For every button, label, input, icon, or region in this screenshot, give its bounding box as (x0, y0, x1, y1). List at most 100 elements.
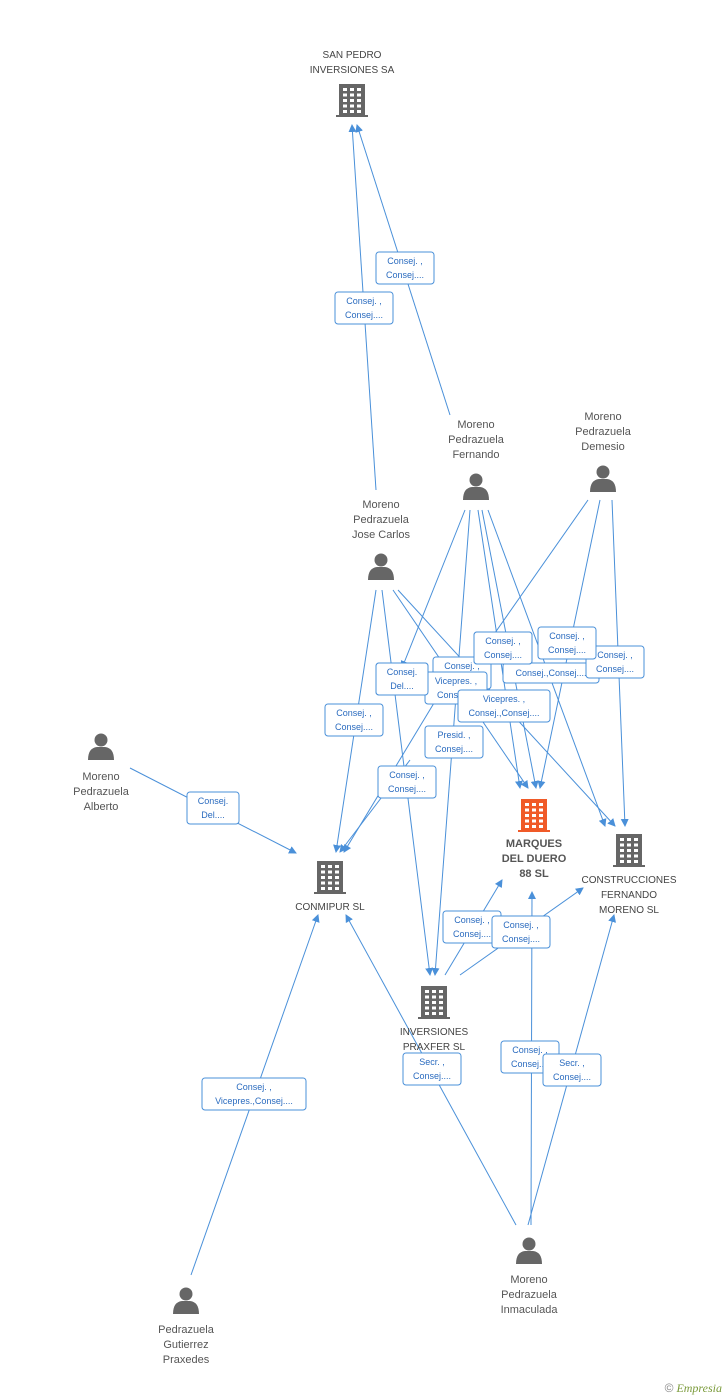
building-window (350, 88, 354, 91)
edge-label-e16[interactable]: Consej.Del.... (186, 791, 240, 825)
building-base (613, 865, 645, 867)
edge-label-text: Consej.... (502, 934, 540, 944)
edge-label-text: Consej.,Consej.... (515, 668, 586, 678)
edge-label-text: Consej. , (387, 256, 423, 266)
footer-brand[interactable]: © Empresia (665, 1381, 722, 1396)
edge-label-e20[interactable]: Secr. , Consej.... (402, 1052, 462, 1086)
building-window (343, 104, 347, 108)
building-window (432, 995, 436, 999)
building-window (539, 819, 543, 823)
edge-label-box (186, 791, 240, 825)
edge-label-text: Secr. , (419, 1057, 445, 1067)
building-window (539, 803, 543, 806)
building-window (357, 110, 361, 113)
edge-label-e2[interactable]: Consej. ,Consej.... (334, 291, 394, 325)
edge-label-e13[interactable]: Consej. ,Consej.... (324, 703, 384, 737)
node-label-text: INVERSIONES SA (310, 65, 395, 76)
building-window (525, 814, 529, 817)
building-window (439, 1006, 443, 1010)
building-window (532, 819, 536, 823)
building-window (532, 808, 536, 812)
node-conmipur[interactable]: CONMIPUR SL (295, 861, 365, 913)
node-label-text: Moreno (510, 1274, 547, 1286)
edge-label-e5[interactable]: Consej. ,Consej.... (585, 645, 645, 679)
building-window (321, 887, 325, 890)
building-window (328, 881, 332, 885)
edge-label-e18[interactable]: Consej. ,Consej.... (491, 915, 551, 949)
building-window (350, 110, 354, 113)
building-window (432, 1001, 436, 1004)
edge-label-box (375, 251, 435, 285)
edge-label-box (402, 1052, 462, 1086)
building-window (335, 870, 339, 874)
person-body (88, 747, 114, 760)
person-icon (368, 553, 394, 580)
building-window (328, 887, 332, 890)
edge-label-e3[interactable]: Consej. ,Consej.... (473, 631, 533, 665)
edge-label-text: Consej. (198, 796, 229, 806)
edge-label-box (377, 765, 437, 799)
edge-label-box (473, 631, 533, 665)
edge-label-box (424, 725, 484, 759)
building-window (532, 803, 536, 806)
edge-label-e22[interactable]: Consej. ,Vicepres.,Consej.... (201, 1077, 307, 1111)
edge-label-box (334, 291, 394, 325)
person-body (590, 479, 616, 492)
node-label-text: Moreno (584, 411, 621, 423)
building-window (620, 849, 624, 852)
edge-label-e4[interactable]: Consej. ,Consej.... (537, 626, 597, 660)
building-window (350, 99, 354, 102)
node-label-text: Pedrazuela (575, 426, 632, 438)
node-label-text: Pedrazuela (158, 1324, 215, 1336)
edge-label-text: Consej.... (413, 1071, 451, 1081)
person-body (463, 487, 489, 500)
building-window (539, 825, 543, 828)
edge-label-e17[interactable]: Consej. ,Consej.... (442, 910, 502, 944)
edge-label-e12[interactable]: Vicepres. ,Consej.,Consej.... (457, 689, 551, 723)
edge-label-text: Consej.... (386, 270, 424, 280)
edge-label-e15[interactable]: Consej. ,Consej.... (377, 765, 437, 799)
edge-label-e10[interactable]: Consej.Del.... (375, 662, 429, 696)
node-label-text: Praxedes (163, 1354, 210, 1366)
building-window (439, 995, 443, 999)
edge-label-box (201, 1077, 307, 1111)
edge-label-box (491, 915, 551, 949)
building-window (432, 1006, 436, 1010)
building-base (336, 115, 368, 117)
edge-label-e21[interactable]: Secr. ,Consej.... (542, 1053, 602, 1087)
node-label-text: DEL DUERO (502, 853, 567, 865)
building-window (525, 825, 529, 828)
person-head (94, 733, 108, 747)
person-icon (516, 1237, 542, 1264)
edge-label-text: Consej. , (512, 1045, 548, 1055)
building-window (335, 865, 339, 868)
building-window (627, 854, 631, 858)
edge-label-e1[interactable]: Consej. , Consej.... (375, 251, 435, 285)
building-window (525, 803, 529, 806)
edge-label-e14[interactable]: Presid. ,Consej.... (424, 725, 484, 759)
building-window (335, 881, 339, 885)
person-head (179, 1287, 193, 1301)
building-icon (314, 861, 346, 894)
person-head (374, 553, 388, 567)
edge-label-text: Vicepres. , (483, 694, 525, 704)
building-window (425, 1001, 429, 1004)
building-window (525, 819, 529, 823)
node-label-text: CONMIPUR SL (295, 902, 365, 913)
building-window (634, 843, 638, 847)
building-icon (613, 834, 645, 867)
node-label-text: Jose Carlos (352, 529, 411, 541)
building-window (321, 876, 325, 879)
building-window (634, 860, 638, 863)
edge-label-e8[interactable]: Consej.,Consej.... (502, 662, 600, 684)
